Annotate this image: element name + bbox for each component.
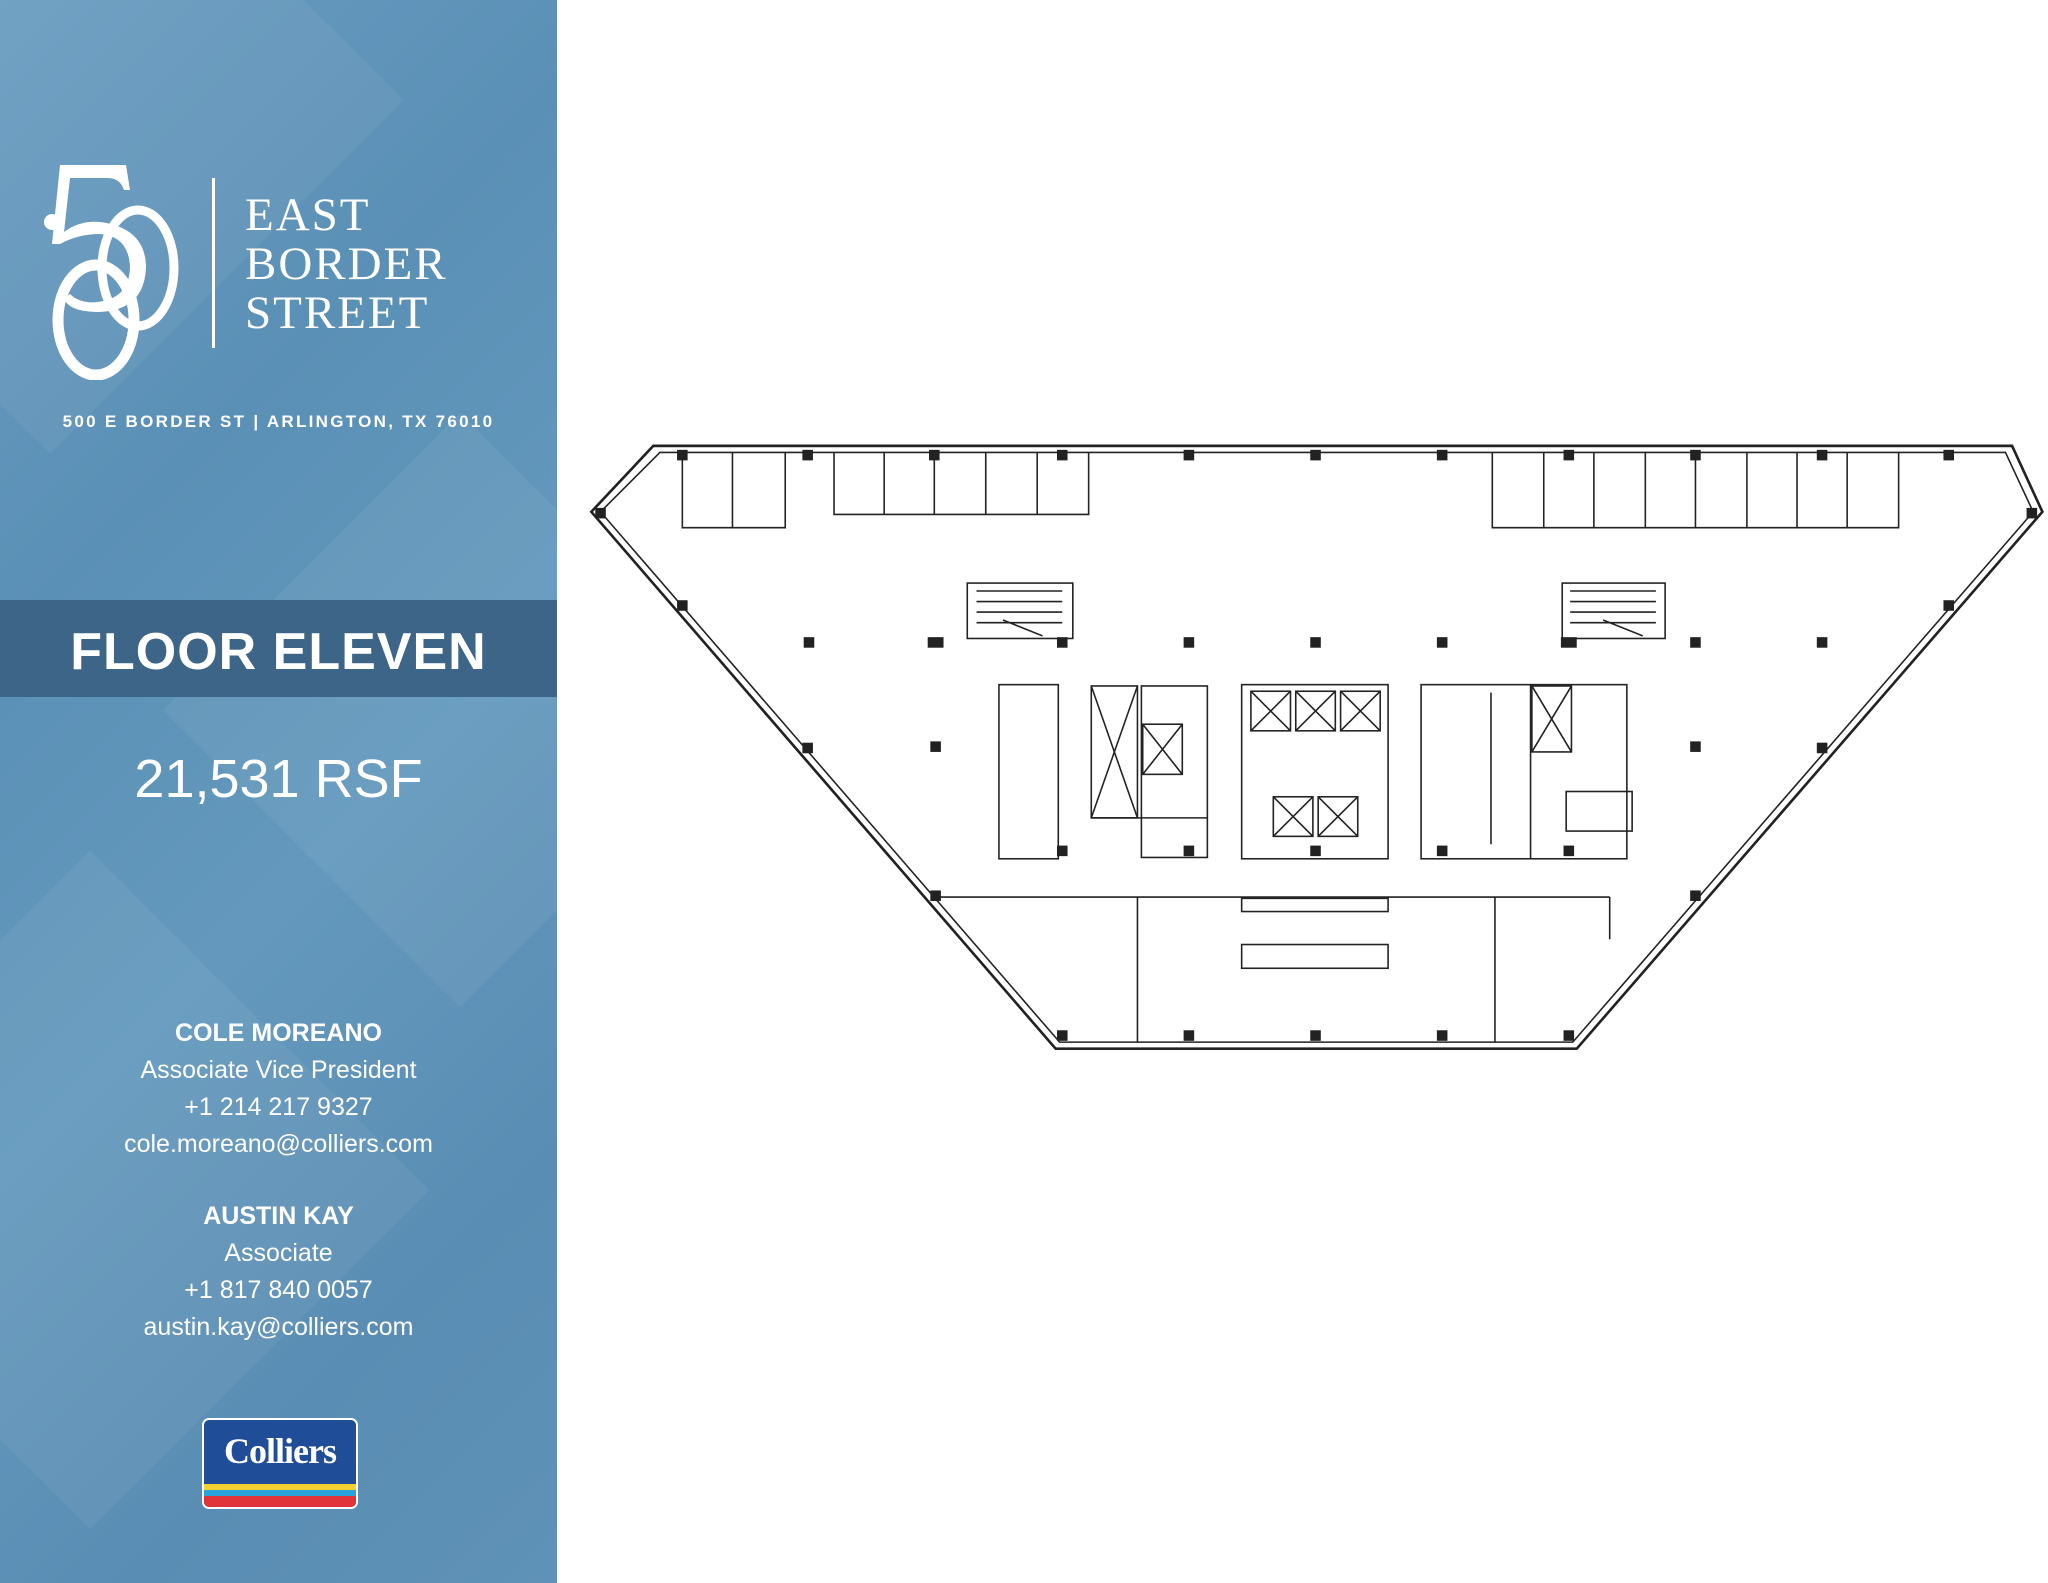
building-logo [44,165,179,380]
contact-name: COLE MOREANO [175,1019,382,1047]
contact-title: Associate [224,1239,333,1267]
elevator-core [1240,683,1389,860]
colliers-logo: Colliers [202,1418,358,1509]
core-left [998,683,1209,860]
contact-email[interactable]: austin.kay@colliers.com [143,1313,414,1341]
stair-left [966,582,1074,640]
contact-title: Associate Vice President [140,1056,417,1084]
floor-outline [589,444,2044,1051]
floor-banner: FLOOR ELEVEN [0,600,557,697]
offices-top-right [1491,452,1900,529]
offices-bottom [935,896,1611,1043]
contact-phone[interactable]: +1 817 840 0057 [184,1276,373,1304]
contact-email[interactable]: cole.moreano@colliers.com [124,1130,433,1158]
wordmark-line-2: BORDER [245,238,448,290]
sidebar-panel: EAST BORDER STREET 500 E BORDER ST | ARL… [0,0,557,1583]
logo-divider [212,178,215,348]
building-columns [595,449,2038,1041]
contact-phone[interactable]: +1 214 217 9327 [184,1093,373,1121]
stair-right [1561,582,1666,640]
colliers-logo-text: Colliers [224,1431,337,1471]
address: 500 E BORDER ST | ARLINGTON, TX 76010 [62,412,495,431]
wordmark-line-1: EAST [245,189,371,241]
contact-card: AUSTIN KAY Associate +1 817 840 0057 aus… [0,1198,557,1346]
floor-title: FLOOR ELEVEN [70,623,487,681]
contact-card: COLE MOREANO Associate Vice President +1… [0,1015,557,1163]
wordmark-line-3: STREET [245,287,430,339]
contact-name: AUSTIN KAY [203,1202,354,1230]
restroom-core [1420,683,1633,860]
floor-area: 21,531 RSF [134,749,423,809]
offices-top-left [681,452,1090,529]
